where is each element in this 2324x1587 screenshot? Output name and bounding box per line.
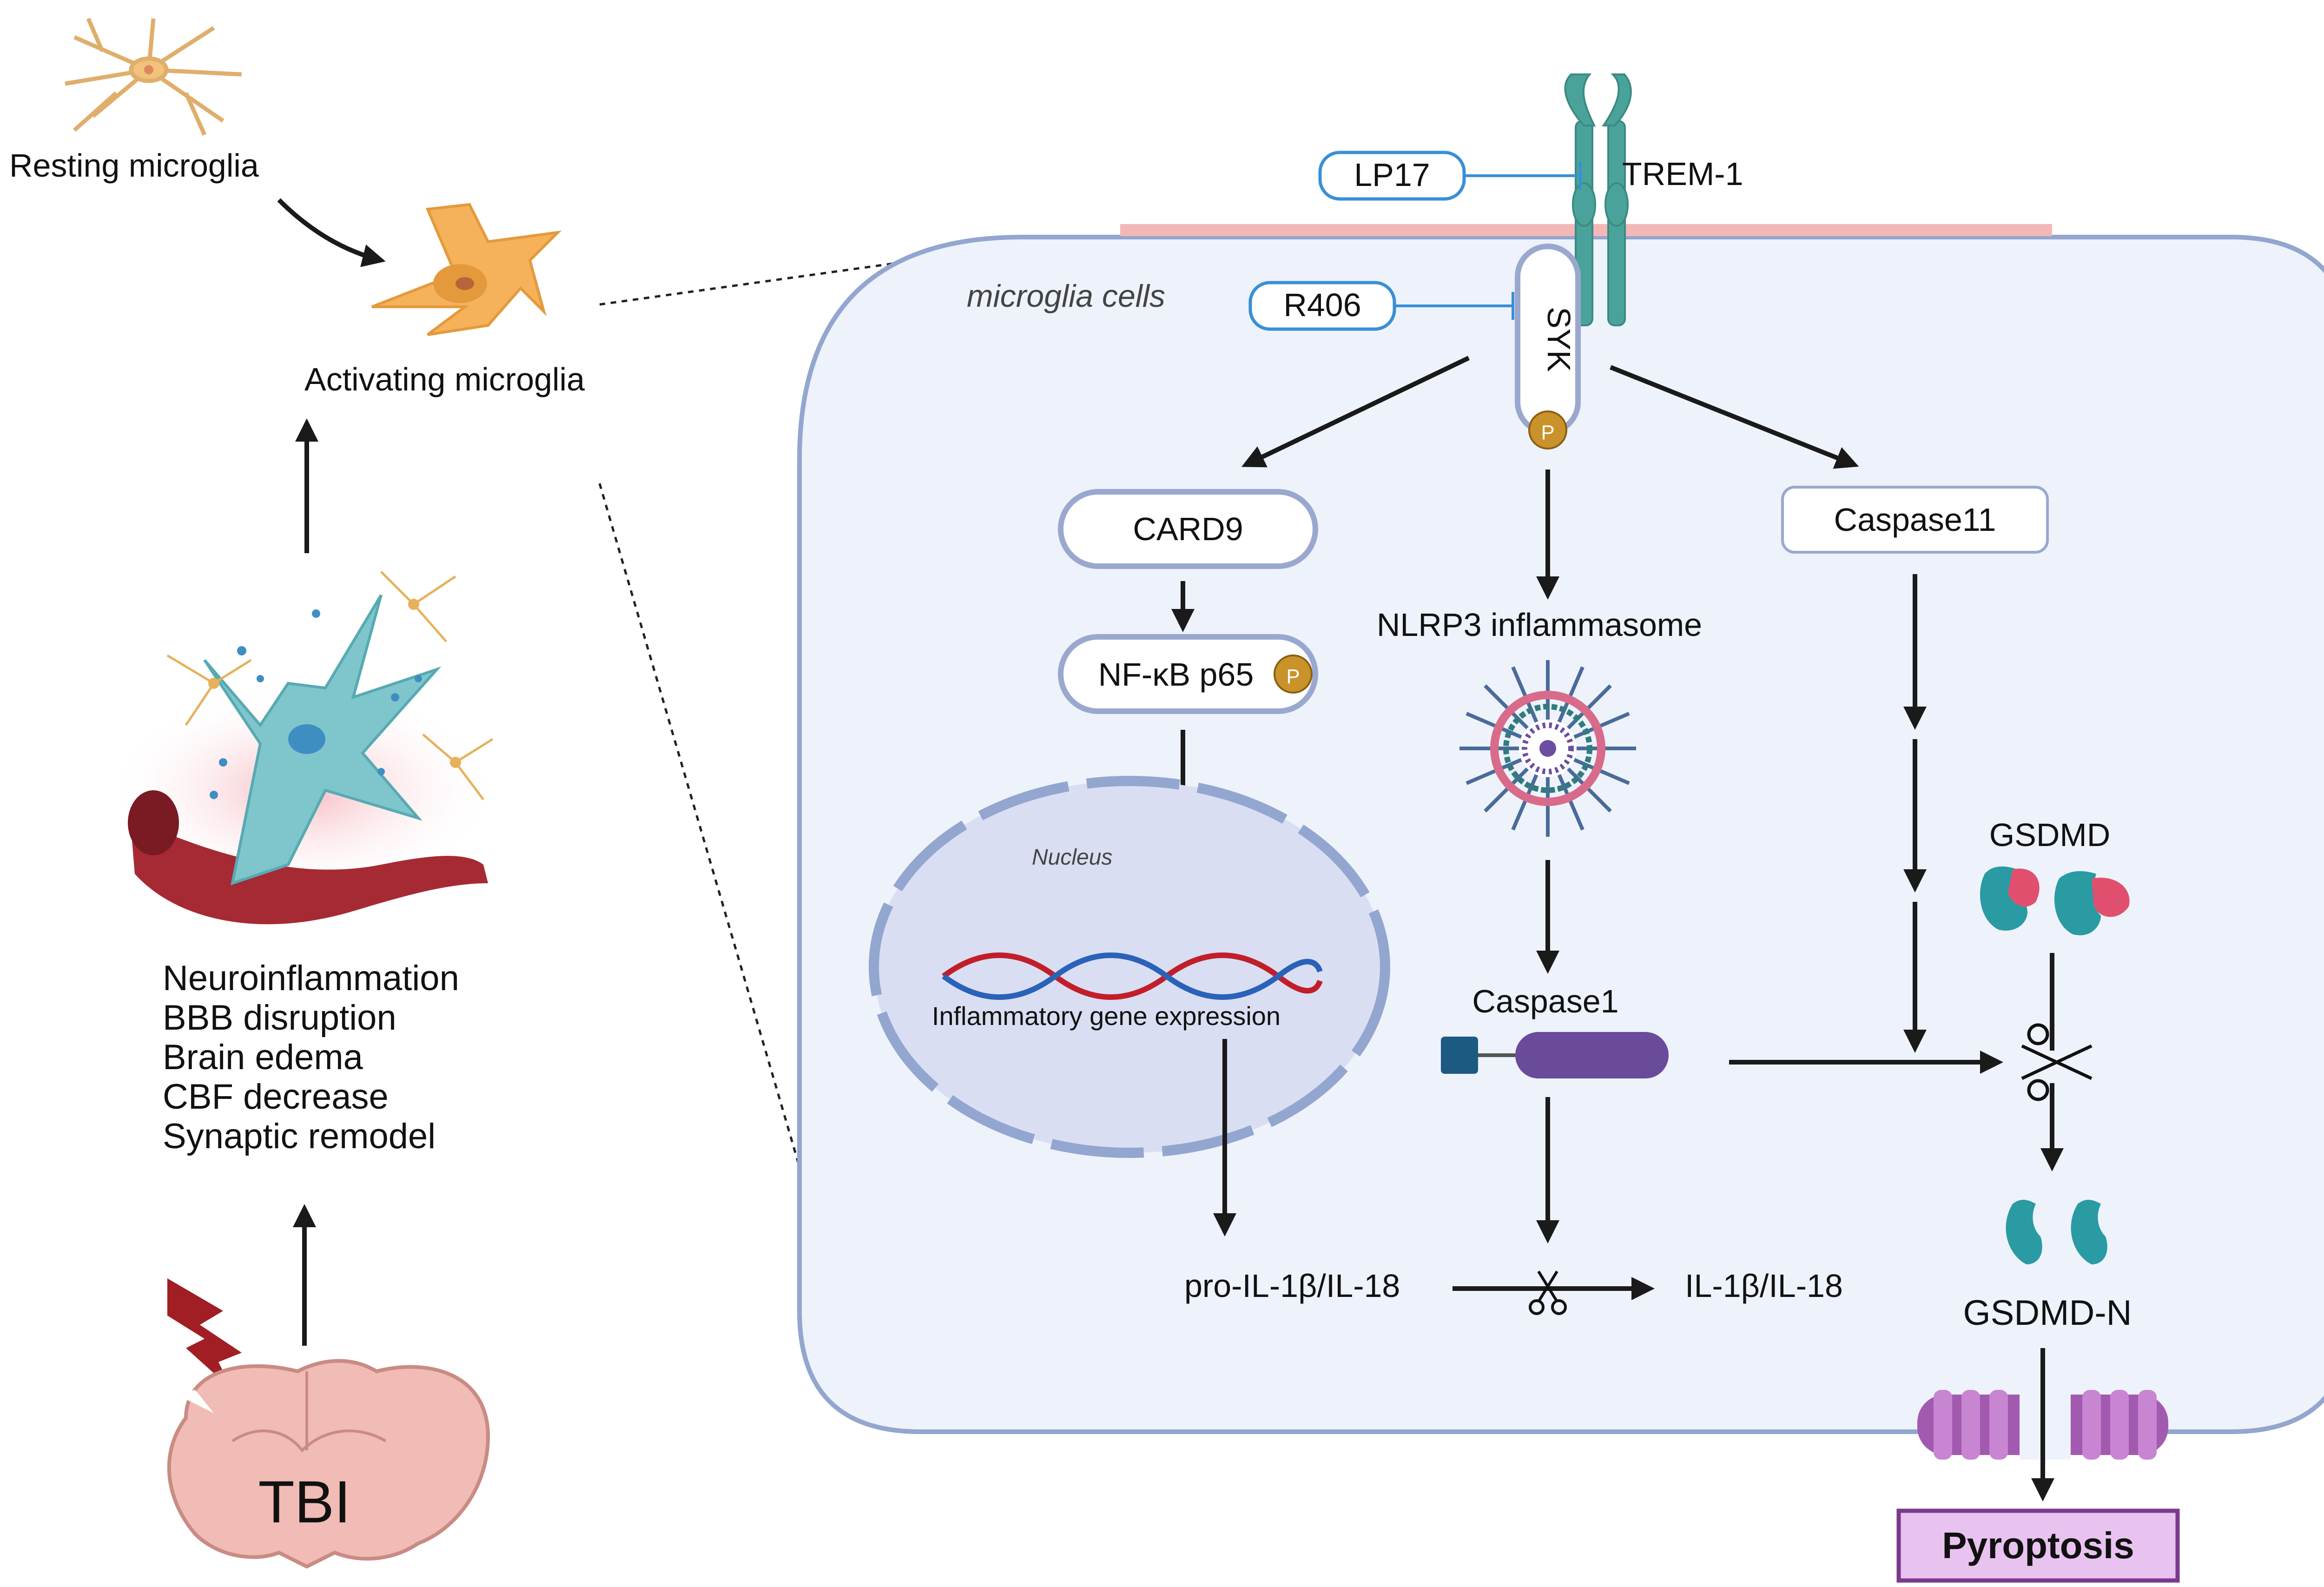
- syk-phospho-icon: [1528, 410, 1567, 450]
- zoom-guide-line-bottom: [598, 483, 801, 1167]
- nlrp3-label: NLRP3 inflammasome: [1377, 607, 1702, 643]
- gsdmd-n-label: GSDMD-N: [1963, 1293, 2132, 1333]
- effects-list: Neuroinflammation BBB disruption Brain e…: [163, 959, 459, 1156]
- resting-microglia-label: Resting microglia: [9, 147, 259, 184]
- lightning-icon: [167, 1278, 242, 1390]
- activated-microglia-vessel-icon: [107, 571, 497, 925]
- caspase11-node: [1781, 486, 2049, 554]
- r406-label: R406: [1283, 287, 1361, 323]
- nucleus: [874, 781, 1385, 1153]
- syk-to-caspase11-arrow: [1610, 365, 1859, 469]
- effect-item: CBF decrease: [163, 1077, 389, 1117]
- nfkb-phospho-label: P: [1286, 665, 1300, 688]
- il-label: IL-1β/IL-18: [1685, 1268, 1843, 1304]
- syk-phospho-label: P: [1541, 421, 1554, 444]
- dna-helix-icon: [942, 952, 1323, 1000]
- card9-node: [1058, 489, 1318, 569]
- caspase11-label: Caspase11: [1834, 502, 1996, 538]
- gene-expression-label: Inflammatory gene expression: [932, 1001, 1281, 1031]
- tbi-label: TBI: [258, 1469, 350, 1535]
- activating-microglia-icon: [371, 203, 562, 336]
- nuclear-envelope: [869, 776, 1390, 1158]
- trem1-label: TREM-1: [1622, 156, 1743, 192]
- nfkb-node: [1058, 634, 1318, 714]
- nlrp3-inflammasome-icon: [1459, 660, 1636, 837]
- nfkb-label: NF-κB p65: [1098, 656, 1254, 693]
- resting-microglia-icon: [65, 18, 242, 136]
- effect-item: Brain edema: [163, 1038, 363, 1077]
- effect-item: Neuroinflammation: [163, 959, 459, 998]
- nucleus-label: Nucleus: [1032, 845, 1112, 870]
- caspase1-label: Caspase1: [1472, 983, 1618, 1019]
- pyroptosis-label: Pyroptosis: [1942, 1525, 2134, 1566]
- syk-to-card9-arrow: [1241, 356, 1470, 468]
- effect-item: Synaptic remodel: [163, 1117, 436, 1156]
- scissors-icon: [1529, 1270, 1567, 1315]
- brain-tbi-icon: [167, 1359, 490, 1569]
- gsdmd-n-icon: [2006, 1200, 2107, 1264]
- pro-il-label: pro-IL-1β/IL-18: [1184, 1268, 1400, 1304]
- lp17-label: LP17: [1354, 157, 1430, 193]
- cell-title: microglia cells: [967, 278, 1165, 314]
- syk-label: SYK: [1541, 307, 1577, 372]
- gsdmd-scissors-icon: [2021, 1023, 2093, 1101]
- pyroptosis-box: [1896, 1508, 2180, 1583]
- activating-microglia-label: Activating microglia: [304, 361, 585, 397]
- caspase1-icon: [1441, 1032, 1669, 1078]
- effect-item: BBB disruption: [163, 998, 396, 1038]
- gsdmd-icon: [1980, 866, 2130, 935]
- gsdmd-label: GSDMD: [1989, 817, 2111, 853]
- resting-to-activating-arrow: [277, 198, 386, 267]
- nfkb-phospho-icon: [1274, 655, 1313, 694]
- card9-label: CARD9: [1133, 511, 1243, 547]
